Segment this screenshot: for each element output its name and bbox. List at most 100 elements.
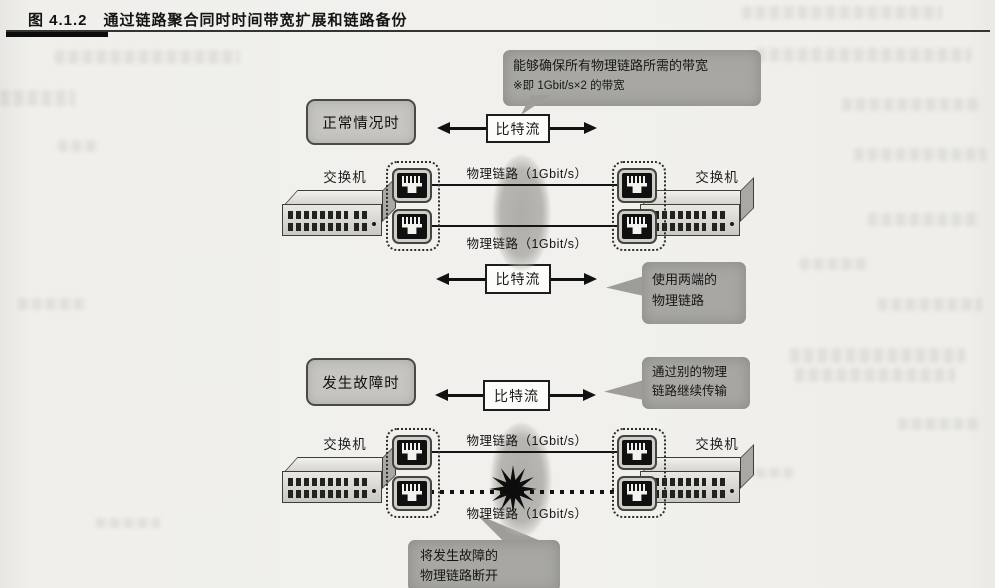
physical-link-bottom-2-failed (430, 490, 618, 494)
switch-uplink-ports-icon (712, 211, 725, 231)
flow-arrow-left-icon (435, 389, 448, 401)
disconnect-callout-line2: 物理链路断开 (420, 568, 499, 584)
reroute-callout-line2: 链路继续传输 (652, 384, 728, 399)
switch-left-graphic-1 (282, 177, 400, 238)
rj45-port-icon (392, 476, 432, 511)
aggregated-link-ellipse-2 (491, 423, 551, 537)
link-top-label-1: 物理链路（1Gbit/s） (466, 167, 588, 181)
reroute-callout: 通过别的物理 链路继续传输 (642, 357, 750, 409)
state-box-normal: 正常情况时 (306, 99, 416, 145)
bleedthrough-artifact (742, 468, 794, 478)
switch-uplink-ports-icon (354, 211, 367, 231)
flow-arrow-right-icon (584, 273, 597, 285)
flow-arrow-right-shaft (550, 127, 584, 130)
bleedthrough-artifact (898, 418, 982, 430)
flow-arrow-right-icon (584, 122, 597, 134)
bitstream-label-2: 比特流 (495, 271, 541, 287)
port-group-left-1 (386, 161, 440, 251)
state-label-normal: 正常情况时 (322, 115, 400, 132)
caption-rule (6, 30, 990, 32)
figure-number: 图 4.1.2 (28, 12, 88, 29)
port-group-left-2 (386, 428, 440, 518)
switch-uplink-ports-icon (712, 478, 725, 498)
physical-link-top-2 (430, 451, 618, 453)
state-box-failure: 发生故障时 (306, 358, 416, 406)
aggregated-link-ellipse-1 (493, 155, 550, 271)
reroute-callout-line1: 通过别的物理 (652, 365, 728, 379)
bandwidth-callout-line2: ※即 1Gbit/s×2 的带宽 (513, 80, 625, 92)
port-group-right-2 (612, 428, 666, 518)
endpoints-callout-tail (606, 276, 644, 296)
bleedthrough-artifact (795, 368, 955, 382)
bleedthrough-artifact (854, 148, 986, 161)
disconnect-callout-line1: 将发生故障的 (420, 548, 499, 563)
endpoints-callout-line1: 使用两端的 (652, 272, 718, 287)
rj45-port-icon (392, 209, 432, 244)
rj45-port-icon (617, 435, 657, 470)
flow-arrow-left-icon (437, 122, 450, 134)
switch-led-icon (372, 489, 376, 493)
switch-left-label-1: 交换机 (323, 170, 367, 185)
switch-right-label-2: 交换机 (695, 437, 739, 452)
flow-arrow-left-shaft (448, 278, 485, 281)
switch-uplink-ports-icon (354, 478, 367, 498)
bleedthrough-artifact (756, 48, 971, 62)
physical-link-top-1 (430, 184, 618, 186)
link-bottom-label-1: 物理链路（1Gbit/s） (466, 237, 588, 251)
bitstream-box-3: 比特流 (483, 380, 550, 411)
bleedthrough-artifact (0, 90, 75, 106)
flow-arrow-right-shaft (551, 278, 584, 281)
endpoints-callout-line2: 物理链路 (652, 292, 705, 308)
figure-title-text: 通过链路聚合同时时间带宽扩展和链路备份 (103, 12, 408, 29)
bandwidth-callout-line1: 能够确保所有物理链路所需的带宽 (513, 58, 709, 73)
link-bottom-label-2: 物理链路（1Gbit/s） (466, 507, 588, 521)
bleedthrough-artifact (800, 258, 870, 270)
bleedthrough-artifact (878, 298, 982, 311)
switch-left-label-2: 交换机 (323, 437, 367, 452)
rj45-port-icon (392, 168, 432, 203)
flow-arrow-right-icon (583, 389, 596, 401)
rj45-port-icon (392, 435, 432, 470)
bleedthrough-artifact (55, 50, 240, 64)
bleedthrough-artifact (868, 213, 980, 226)
switch-port-grid-icon (288, 478, 348, 498)
bitstream-label-1: 比特流 (495, 120, 541, 137)
bleedthrough-artifact (18, 298, 88, 310)
bleedthrough-artifact (790, 348, 965, 363)
bitstream-box-1: 比特流 (486, 114, 550, 143)
switch-front-face (282, 204, 382, 236)
link-top-label-2: 物理链路（1Gbit/s） (466, 434, 588, 448)
bleedthrough-artifact (742, 6, 942, 19)
switch-port-grid-icon (646, 211, 706, 231)
switch-led-icon (730, 489, 734, 493)
bleedthrough-artifact (842, 98, 982, 111)
flow-arrow-left-shaft (447, 394, 483, 397)
switch-top-face (284, 190, 396, 205)
bleedthrough-artifact (96, 518, 160, 528)
caption-rule-accent (6, 32, 108, 37)
state-label-failure: 发生故障时 (322, 375, 400, 392)
switch-port-grid-icon (288, 211, 348, 231)
flow-arrow-right-shaft (550, 394, 583, 397)
disconnect-callout: 将发生故障的 物理链路断开 (408, 540, 560, 588)
endpoints-callout: 使用两端的 物理链路 (642, 262, 746, 324)
flow-arrow-left-icon (436, 273, 449, 285)
bitstream-label-3: 比特流 (494, 387, 539, 404)
switch-led-icon (372, 222, 376, 226)
physical-link-bottom-1 (430, 225, 618, 227)
flow-arrow-left-shaft (449, 127, 486, 130)
switch-front-face (282, 471, 382, 503)
figure-caption: 图 4.1.2 通过链路聚合同时时间带宽扩展和链路备份 (28, 9, 408, 30)
switch-top-face (284, 457, 396, 472)
rj45-port-icon (617, 168, 657, 203)
failure-starburst-icon (489, 465, 537, 513)
rj45-port-icon (617, 476, 657, 511)
bleedthrough-artifact (58, 140, 100, 152)
port-group-right-1 (612, 161, 666, 251)
switch-left-graphic-2 (282, 444, 400, 505)
switch-right-label-1: 交换机 (695, 170, 739, 185)
switch-led-icon (730, 222, 734, 226)
reroute-callout-tail (604, 380, 644, 400)
switch-port-grid-icon (646, 478, 706, 498)
